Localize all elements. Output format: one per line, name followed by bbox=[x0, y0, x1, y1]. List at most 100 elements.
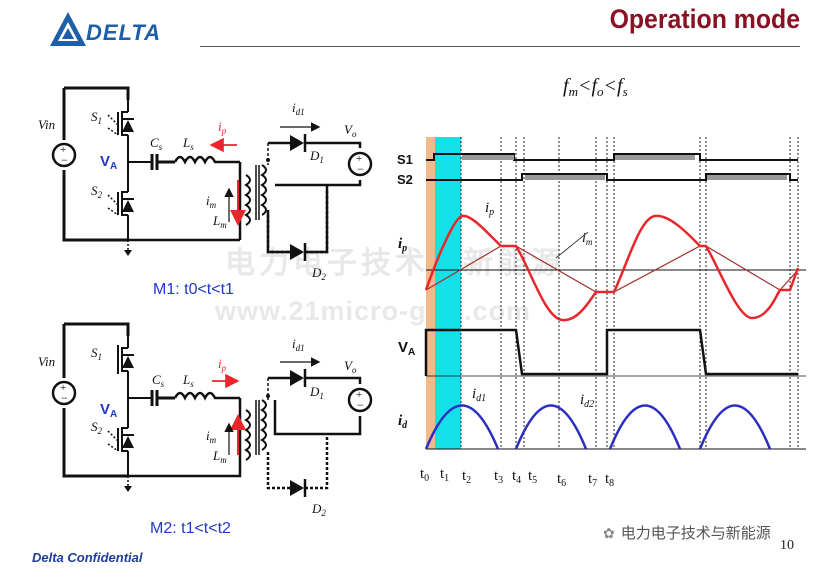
time-labels: t0 t1 t2 t3 t4 t5 t6 t7 t8 bbox=[420, 466, 614, 489]
delta-logo bbox=[48, 10, 168, 50]
s2-body-diode-icon bbox=[122, 200, 134, 212]
switch-s2-2 bbox=[107, 416, 134, 476]
d2-label: D2 bbox=[311, 265, 326, 282]
svg-text:+: + bbox=[60, 382, 66, 394]
im-trace bbox=[425, 245, 799, 293]
row-label-va: VA bbox=[398, 339, 415, 358]
lm-winding-2 bbox=[244, 409, 251, 461]
time-label-t1: t1 bbox=[440, 466, 449, 484]
ip-trace bbox=[424, 214, 800, 322]
page-title: Operation mode bbox=[609, 4, 800, 34]
watermark-site: www.21micro-grid.com bbox=[215, 296, 532, 326]
svg-text:−: − bbox=[357, 162, 364, 176]
title-divider bbox=[200, 46, 800, 47]
svg-text:+: + bbox=[60, 144, 66, 156]
s1-label: S1 bbox=[91, 109, 102, 126]
svg-text:−: − bbox=[357, 398, 364, 412]
lm-winding bbox=[244, 174, 251, 226]
s1-gate-trace bbox=[426, 153, 798, 161]
d2-diode-icon bbox=[290, 244, 304, 260]
switch-s1 bbox=[107, 100, 134, 150]
d1-label-2: D1 bbox=[309, 384, 324, 401]
vo-source-2 bbox=[347, 387, 373, 413]
circuit-m1: + − Vin S1 VA S2 Cs Ls ip bbox=[38, 86, 373, 282]
cs-capacitor-2 bbox=[150, 390, 175, 406]
vin-label-2: Vin bbox=[38, 354, 55, 369]
va-label: VA bbox=[100, 153, 117, 172]
d1-label: D1 bbox=[309, 148, 324, 165]
s2-label: S2 bbox=[91, 183, 103, 200]
row-label-id: id bbox=[398, 413, 408, 431]
caption-m1: M1: t0<t<t1 bbox=[153, 281, 234, 298]
id-pulse-2 bbox=[514, 404, 588, 450]
d1-diode-icon-2 bbox=[290, 370, 304, 386]
vo-label: Vo bbox=[344, 122, 357, 139]
page-number: 10 bbox=[780, 538, 794, 553]
svg-text:−: − bbox=[61, 391, 68, 405]
svg-text:+: + bbox=[356, 389, 362, 401]
lm-label: Lm bbox=[212, 213, 227, 230]
vin-source: + − bbox=[51, 142, 77, 168]
id-pulse-3 bbox=[608, 404, 682, 450]
time-label-t2: t2 bbox=[462, 468, 471, 486]
cs-label: Cs bbox=[150, 135, 163, 152]
time-label-t4: t4 bbox=[512, 468, 521, 486]
switch-s2 bbox=[107, 180, 134, 240]
t0-band bbox=[426, 137, 435, 449]
row-label-s1: S1 bbox=[397, 152, 413, 167]
time-label-t5: t5 bbox=[528, 468, 537, 486]
s2-gate-trace bbox=[426, 173, 798, 181]
d2-label-2: D2 bbox=[311, 501, 326, 518]
svg-text:−: − bbox=[61, 153, 68, 167]
im-curve-label: im bbox=[582, 231, 593, 247]
im-label: im bbox=[206, 193, 217, 210]
va-label-2: VA bbox=[100, 401, 117, 420]
time-label-t0: t0 bbox=[420, 466, 429, 484]
time-gridlines bbox=[460, 137, 799, 449]
caption-m2: M2: t1<t<t2 bbox=[150, 520, 231, 537]
ip-label: ip bbox=[218, 119, 227, 136]
row-label-s2: S2 bbox=[397, 172, 413, 187]
ls-inductor bbox=[173, 155, 240, 165]
id1-label: id1 bbox=[292, 100, 305, 117]
row-label-ip: ip bbox=[398, 236, 407, 254]
id2-curve-label: id2 bbox=[580, 392, 594, 410]
d2-diode-icon-2 bbox=[290, 480, 304, 496]
d1-diode-icon bbox=[290, 135, 304, 151]
vin-source-2: + − bbox=[51, 380, 77, 406]
vo-source bbox=[347, 151, 373, 177]
svg-text:+: + bbox=[356, 153, 362, 165]
id1-label-2: id1 bbox=[292, 336, 305, 353]
logo-text: DELTA bbox=[86, 20, 162, 45]
ls-label-2: Ls bbox=[182, 372, 194, 389]
time-label-t6: t6 bbox=[557, 471, 566, 489]
vin-label: Vin bbox=[38, 117, 55, 132]
frequency-condition: fm<fo<fs bbox=[563, 75, 628, 99]
time-label-t3: t3 bbox=[494, 468, 503, 486]
s2-label-2: S2 bbox=[91, 419, 103, 436]
s2-body-diode-icon-2 bbox=[122, 436, 134, 448]
circuit-m2: + − Vin S1 VA S2 Cs Ls ip bbox=[38, 322, 373, 518]
s1-label-2: S1 bbox=[91, 345, 102, 362]
time-label-t8: t8 bbox=[605, 471, 614, 489]
cs-capacitor bbox=[150, 154, 175, 170]
wechat-icon: ✿ bbox=[603, 526, 615, 542]
ip-label-2: ip bbox=[218, 356, 227, 373]
confidential-footer: Delta Confidential bbox=[32, 550, 143, 565]
s1-body-diode-icon-2 bbox=[122, 356, 134, 368]
ip-curve-label: ip bbox=[485, 200, 494, 218]
im-label-2: im bbox=[206, 428, 217, 445]
switch-s1-2 bbox=[117, 336, 134, 386]
vo-label-2: Vo bbox=[344, 358, 357, 375]
s1-body-diode-icon bbox=[122, 120, 134, 132]
delta-triangle-icon bbox=[50, 12, 86, 46]
cs-label-2: Cs bbox=[152, 372, 165, 389]
time-label-t7: t7 bbox=[588, 471, 597, 489]
ls-inductor-2 bbox=[173, 391, 240, 401]
lm-label-2: Lm bbox=[212, 448, 227, 465]
va-trace bbox=[424, 328, 798, 376]
id-pulse-1 bbox=[424, 404, 500, 450]
t1-t2-highlight bbox=[435, 137, 461, 449]
id1-curve-label: id1 bbox=[472, 386, 486, 404]
